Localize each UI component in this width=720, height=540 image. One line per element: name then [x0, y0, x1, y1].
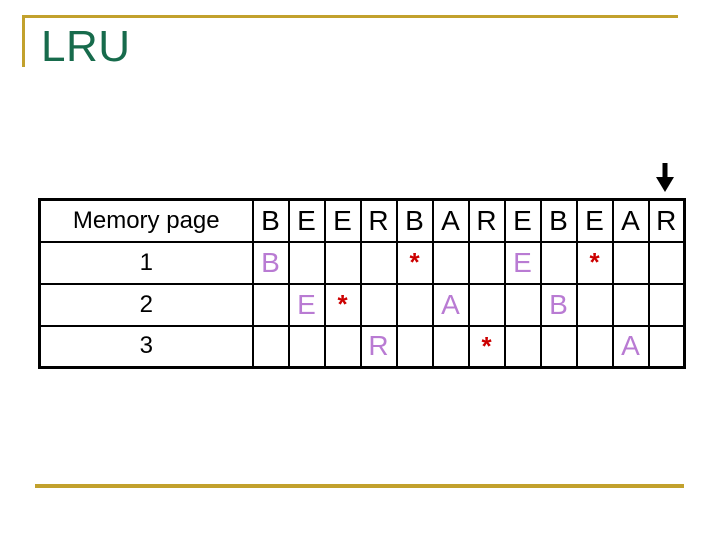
request-header-cell: E — [575, 198, 614, 243]
left-accent-line — [22, 15, 25, 67]
frame-cell — [647, 240, 686, 285]
frame-number-cell: 2 — [38, 282, 254, 327]
frame-cell — [539, 240, 578, 285]
frame-cell — [539, 324, 578, 369]
frame-cell — [647, 324, 686, 369]
request-header-cell: E — [323, 198, 362, 243]
frame-cell: * — [575, 240, 614, 285]
frame-cell: A — [611, 324, 650, 369]
frame-number-cell: 3 — [38, 324, 254, 369]
request-header-cell: E — [503, 198, 542, 243]
frame-cell — [503, 282, 542, 327]
frame-cell — [395, 324, 434, 369]
request-header-cell: R — [467, 198, 506, 243]
request-header-cell: E — [287, 198, 326, 243]
frame-cell: E — [287, 282, 326, 327]
frame-cell — [287, 324, 326, 369]
request-header-cell: R — [359, 198, 398, 243]
bottom-accent-line — [35, 484, 684, 488]
frame-cell: * — [395, 240, 434, 285]
request-header-cell: B — [251, 198, 290, 243]
frame-row: 3 R * A — [38, 324, 686, 369]
request-header-cell: B — [395, 198, 434, 243]
request-header-cell: B — [539, 198, 578, 243]
frame-cell — [359, 240, 398, 285]
frame-cell — [647, 282, 686, 327]
frame-cell: * — [467, 324, 506, 369]
frame-cell: B — [251, 240, 290, 285]
frame-cell — [287, 240, 326, 285]
frame-cell — [611, 240, 650, 285]
down-arrow-icon — [656, 163, 674, 192]
frame-cell — [323, 324, 362, 369]
frame-cell — [431, 240, 470, 285]
page-title: LRU — [41, 22, 131, 71]
frame-cell — [503, 324, 542, 369]
memory-page-header-cell: Memory page — [38, 198, 254, 243]
frame-number-cell: 1 — [38, 240, 254, 285]
request-header-cell: A — [431, 198, 470, 243]
frame-cell — [395, 282, 434, 327]
frame-cell — [323, 240, 362, 285]
frame-cell: * — [323, 282, 362, 327]
frame-cell — [575, 324, 614, 369]
frame-cell: R — [359, 324, 398, 369]
frame-cell — [611, 282, 650, 327]
frame-cell: E — [503, 240, 542, 285]
frame-cell — [575, 282, 614, 327]
frame-cell — [467, 240, 506, 285]
request-header-cell: R — [647, 198, 686, 243]
frame-cell — [251, 282, 290, 327]
frame-cell: B — [539, 282, 578, 327]
frame-cell — [359, 282, 398, 327]
top-accent-line — [22, 15, 678, 18]
frame-cell: A — [431, 282, 470, 327]
frame-cell — [431, 324, 470, 369]
frame-cell — [251, 324, 290, 369]
frame-cell — [467, 282, 506, 327]
request-header-cell: A — [611, 198, 650, 243]
